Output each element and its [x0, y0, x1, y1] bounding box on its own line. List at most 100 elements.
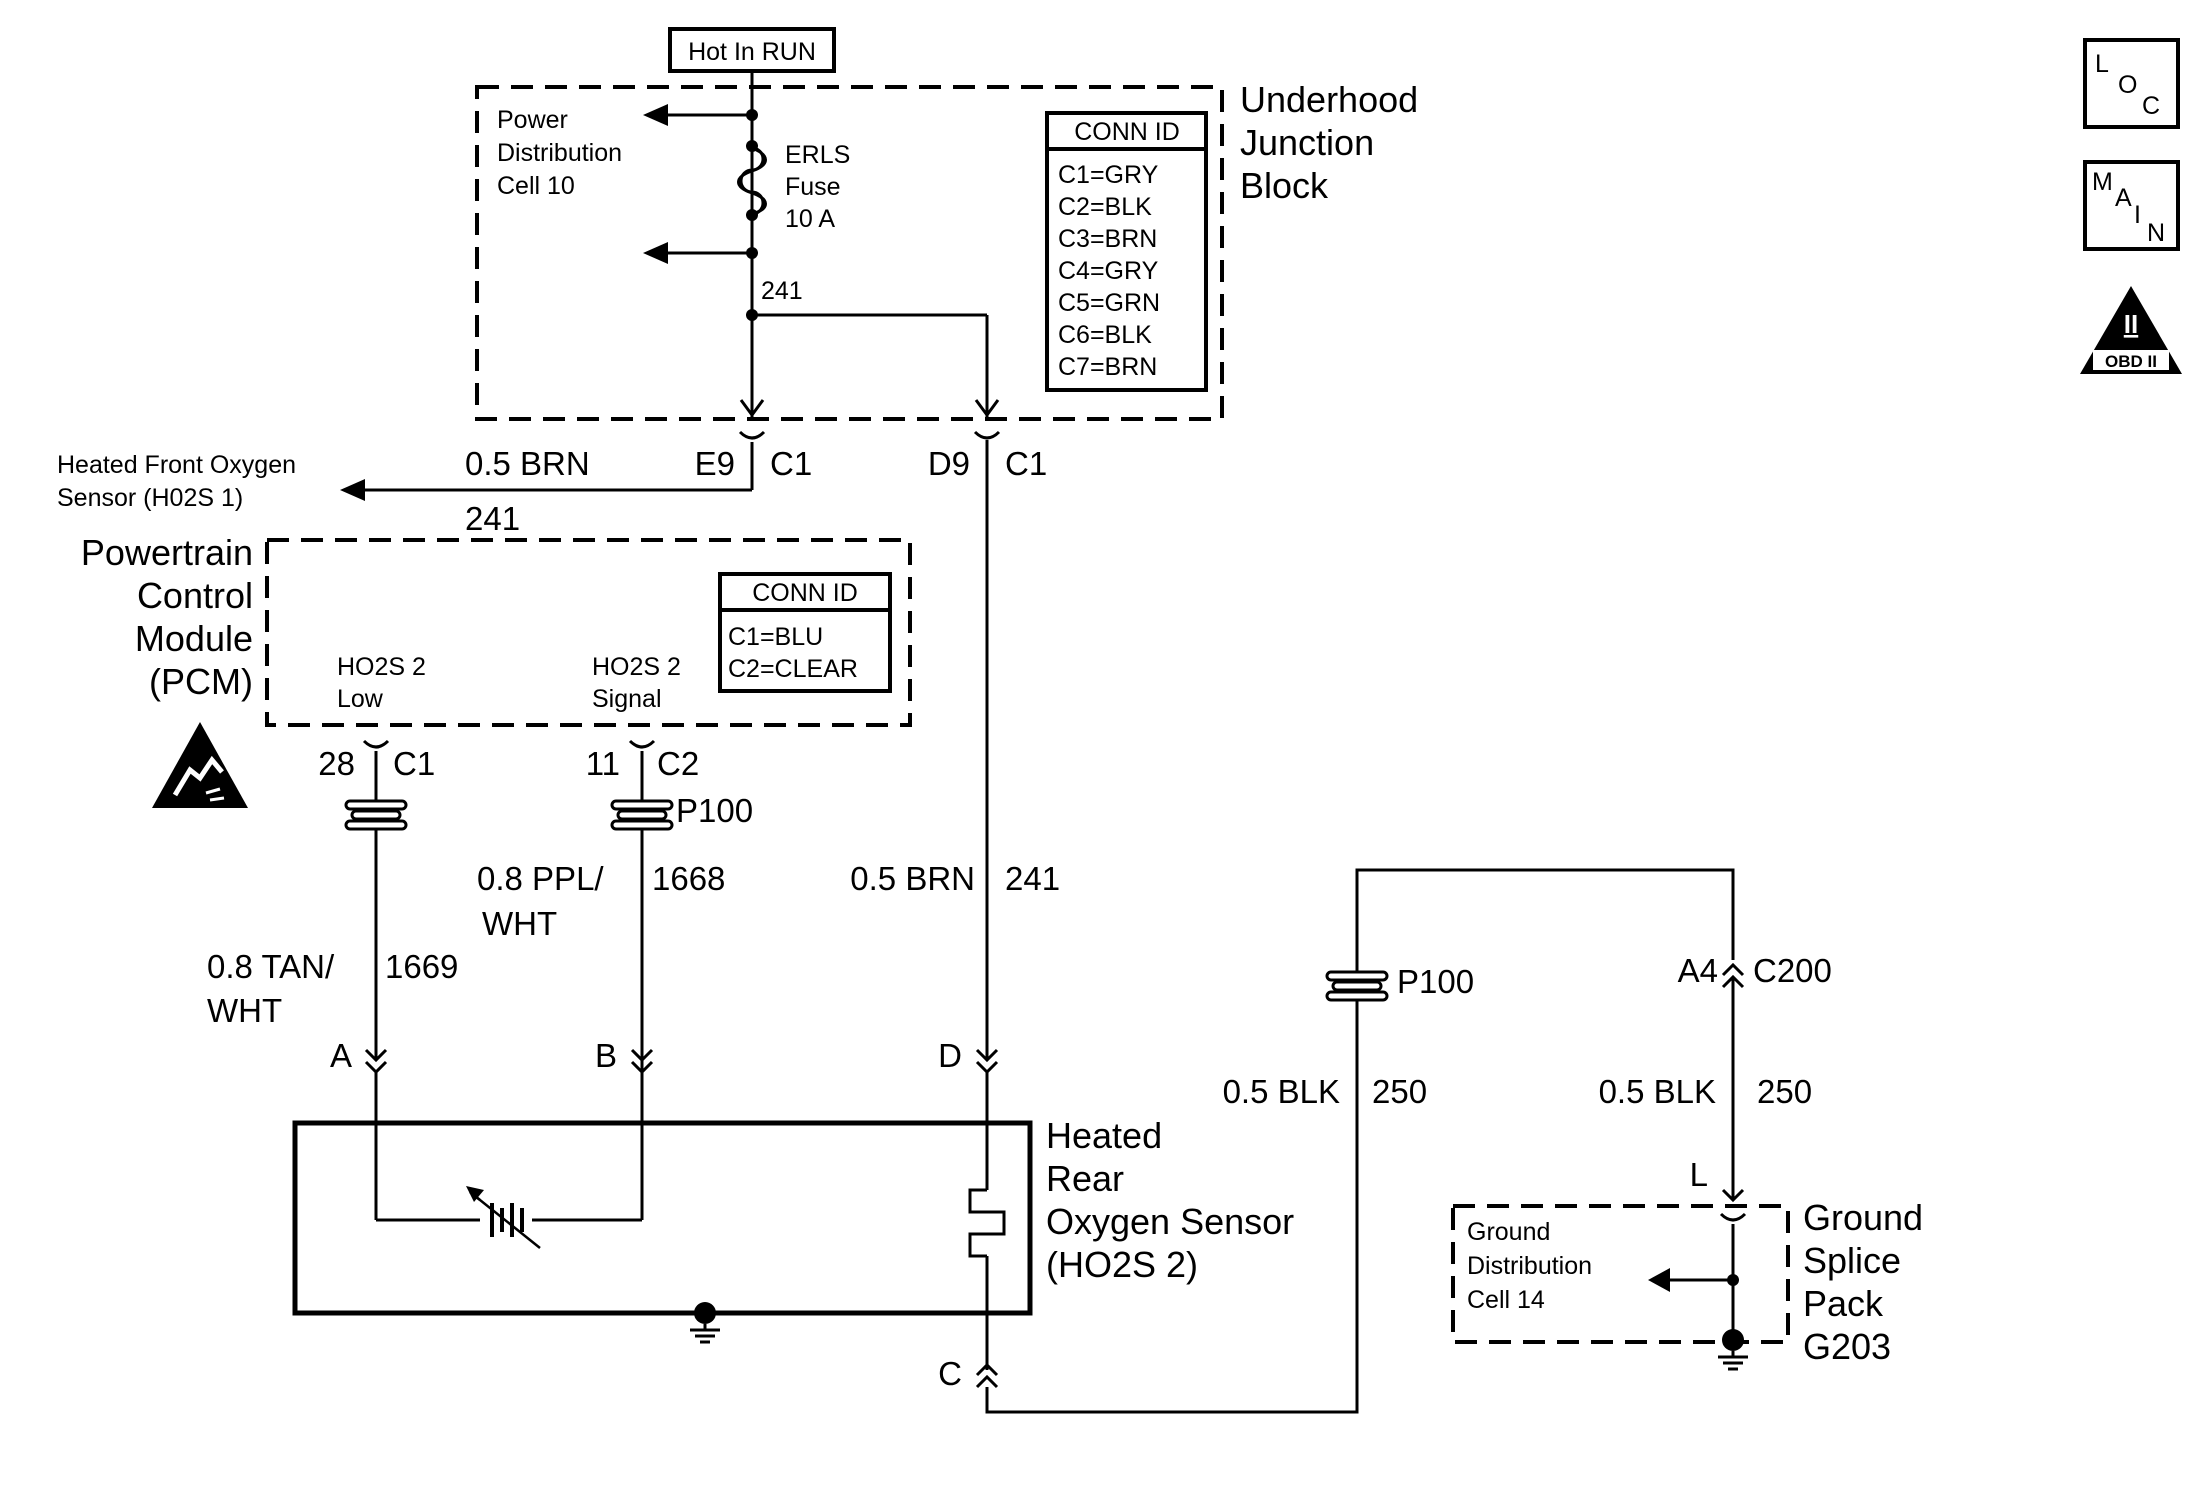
sensor-case-ground-icon [690, 1302, 720, 1344]
main-icon-letter-i: I [2134, 201, 2141, 229]
underhood-conn-id-title: CONN ID [1074, 118, 1180, 146]
wire1668-color-1: 0.8 PPL/ [477, 860, 604, 897]
front-sensor-label-1: Heated Front Oxygen [57, 451, 296, 479]
pcm-low-label-2: Low [337, 685, 384, 713]
power-distribution-label-1: Power [497, 106, 568, 134]
ground-distribution-arrow [1648, 1268, 1670, 1292]
fuse-label-1: ERLS [785, 141, 850, 169]
pcm-signal-label-1: HO2S 2 [592, 653, 681, 681]
wire1669-color-1: 0.8 TAN/ [207, 948, 335, 985]
hot-in-run-box: Hot In RUN [668, 27, 836, 73]
pin11-passthru-label: P100 [676, 792, 753, 829]
wire-to-front-sensor: 0.5 BRN 241 Heated Front Oxygen Sensor (… [57, 445, 752, 537]
ground-splice-title-1: Ground [1803, 1197, 1923, 1238]
e9-wire-color: 0.5 BRN [465, 445, 590, 482]
pin28-label: 28 [318, 745, 355, 782]
underhood-conn-c6: C6=BLK [1058, 321, 1152, 349]
ground-g203-icon [1718, 1329, 1748, 1371]
fuse-label-3: 10 A [785, 205, 835, 233]
pcm-outline [265, 538, 912, 727]
arrow-left-top [643, 104, 668, 126]
d9-conn-label: C1 [1005, 445, 1047, 482]
underhood-conn-c1: C1=GRY [1058, 161, 1159, 189]
a4-pin-label: A4 [1678, 952, 1718, 989]
oxygen-sensing-element-symbol [374, 1072, 644, 1249]
sensor-pin-a: A [330, 1037, 388, 1075]
ground-left-wire-circuit: 250 [1372, 1073, 1427, 1110]
pcm-title-3: Module [135, 618, 253, 659]
connector-e9-c1: E9 C1 [695, 430, 812, 490]
underhood-conn-c5: C5=GRN [1058, 289, 1160, 317]
rear-oxygen-sensor: Heated Rear Oxygen Sensor (HO2S 2) [292, 1072, 1294, 1370]
main-icon[interactable]: M A I N [2083, 160, 2180, 251]
ground-right-wire-color: 0.5 BLK [1599, 1073, 1716, 1110]
pin11-label: 11 [586, 745, 620, 782]
underhood-conn-c7: C7=BRN [1058, 353, 1157, 381]
circuit-241-label: 241 [761, 277, 803, 305]
wire1668-circuit: 1668 [652, 860, 725, 897]
ground-distribution-label-2: Distribution [1467, 1252, 1592, 1280]
connector-d9-c1: D9 C1 [928, 430, 1047, 482]
ground-left-wire-color: 0.5 BLK [1223, 1073, 1340, 1110]
pin28-conn-label: C1 [393, 745, 435, 782]
power-feed-wires [643, 71, 1000, 418]
front-sensor-label-2: Sensor (H02S 1) [57, 484, 243, 512]
underhood-title-2: Junction [1240, 122, 1374, 163]
ground-splice-dot [1727, 1274, 1739, 1286]
hot-in-run-label: Hot In RUN [688, 38, 816, 66]
pin11-conn-label: C2 [657, 745, 699, 782]
pcm-conn-c2: C2=CLEAR [728, 655, 858, 683]
wire1668-color-2: WHT [482, 905, 557, 942]
passthru-grommet-p100-pcm [610, 799, 674, 831]
pcm-signal-label-2: Signal [592, 685, 662, 713]
loc-icon-letter-l: L [2095, 50, 2109, 78]
power-distribution-label-3: Cell 10 [497, 172, 575, 200]
e9-conn-label: C1 [770, 445, 812, 482]
main-icon-letter-a: A [2115, 184, 2132, 212]
rear-sensor-label-4: (HO2S 2) [1046, 1244, 1198, 1285]
sensor-pin-c-label: C [938, 1355, 962, 1392]
pcm-conn-id-title: CONN ID [752, 579, 858, 607]
ground-right-wire-circuit: 250 [1757, 1073, 1812, 1110]
main-icon-letter-n: N [2147, 219, 2165, 247]
obd-label: OBD II [2105, 352, 2157, 371]
pcm-title-2: Control [137, 575, 253, 616]
underhood-conn-id-table: CONN ID C1=GRY C2=BLK C3=BRN C4=GRY C5=G… [1045, 111, 1208, 392]
connector-l-splice: L [1690, 1156, 1747, 1340]
loc-icon-letter-c: C [2142, 92, 2160, 120]
underhood-conn-c2: C2=BLK [1058, 193, 1152, 221]
d9-wire-color: 0.5 BRN [850, 860, 975, 897]
wire1669-circuit: 1669 [385, 948, 458, 985]
rear-sensor-label-2: Rear [1046, 1158, 1124, 1199]
pcm-title-1: Powertrain [81, 532, 253, 573]
rear-sensor-outline [292, 1120, 1033, 1316]
loc-icon[interactable]: L O C [2083, 38, 2180, 129]
ground-splice-title-4: G203 [1803, 1326, 1891, 1367]
ground-splice-pack: Ground Distribution Cell 14 Ground Splic… [1451, 1197, 1923, 1371]
sensor-pin-c: C [938, 1355, 999, 1392]
ground-distribution-label-1: Ground [1467, 1218, 1550, 1246]
splice-dot-fuse-top [746, 140, 758, 152]
obd-mark: II [2124, 309, 2138, 339]
obd-ii-icon[interactable]: II OBD II [2080, 286, 2182, 374]
pcm-conn-c1: C1=BLU [728, 623, 823, 651]
passthru-grommet-left [344, 799, 408, 831]
wire-241-to-sensor-d: 0.5 BRN 241 [850, 440, 1060, 1060]
wire1669-color-2: WHT [207, 992, 282, 1029]
arrow-to-front-sensor [340, 479, 365, 501]
ground-distribution-label-3: Cell 14 [1467, 1286, 1545, 1314]
e9-wire-circuit: 241 [465, 500, 520, 537]
c200-conn-label: C200 [1753, 952, 1832, 989]
rear-sensor-label-1: Heated [1046, 1115, 1162, 1156]
ground-splice-title-3: Pack [1803, 1283, 1884, 1324]
d9-pin-label: D9 [928, 445, 970, 482]
ground-left-passthru-label: P100 [1397, 963, 1474, 1000]
splice-pin-l-label: L [1690, 1156, 1708, 1193]
pcm-low-label-1: HO2S 2 [337, 653, 426, 681]
pcm-title-4: (PCM) [149, 661, 253, 702]
underhood-junction-block: Underhood Junction Block Power Distribut… [475, 79, 1418, 421]
fuse-label-2: Fuse [785, 173, 841, 201]
main-icon-letter-m: M [2092, 168, 2113, 196]
